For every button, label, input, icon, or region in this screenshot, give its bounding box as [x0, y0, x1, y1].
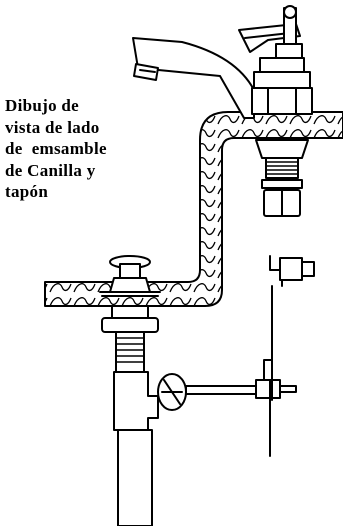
diagram-caption: Dibujo de vista de lado de emsamble de C… — [5, 95, 155, 203]
caption-line-2: vista de lado — [5, 117, 100, 137]
caption-line-3: de emsamble — [5, 139, 107, 158]
faucet-shank — [255, 139, 309, 217]
drain-stopper — [99, 255, 297, 527]
caption-line-1: Dibujo de — [5, 96, 80, 115]
lift-rod — [263, 255, 315, 457]
caption-line-5: tapón — [5, 182, 49, 201]
faucet — [132, 5, 313, 119]
caption-line-4: de Canilla y — [5, 160, 96, 180]
countertop-section — [44, 111, 343, 307]
